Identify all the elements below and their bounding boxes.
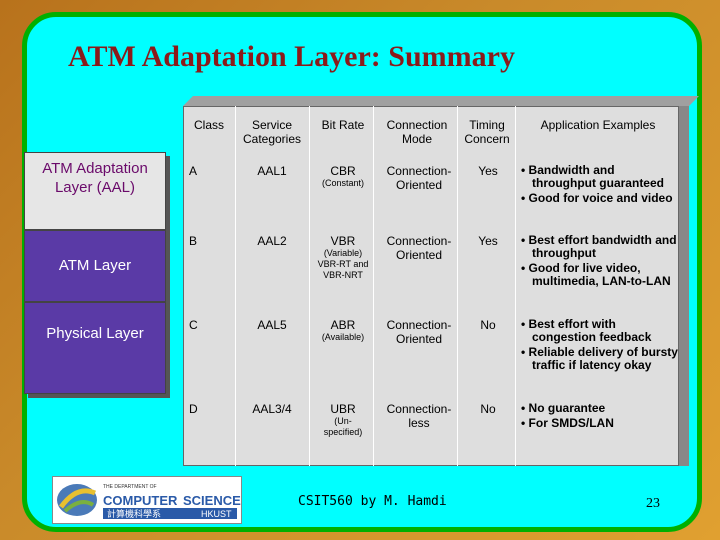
summary-table: Class Service Categories Bit Rate Connec… [183,96,699,466]
row-a-class: A [189,164,198,178]
row-d-class: D [189,402,198,416]
svg-text:COMPUTER: COMPUTER [103,493,178,508]
row-d-timing: No [480,402,496,416]
header-class: Class [193,118,224,132]
bullet-item: • Best effort bandwidth and throughput [521,233,677,260]
row-b-service: AAL2 [257,234,287,248]
bitrate-main: VBR [330,234,356,248]
svg-text:SCIENCE: SCIENCE [183,493,241,508]
row-a-applications: • Bandwidth and throughput guaranteed • … [521,164,679,207]
row-c-service: AAL5 [257,318,287,332]
bullet-item: • Good for voice and video [521,191,673,205]
bitrate-sub: (Variable) VBR-RT and VBR-NRT [317,248,369,280]
column-divider [373,106,374,466]
row-d-applications: • No guarantee • For SMDS/LAN [521,402,679,432]
header-bitrate: Bit Rate [321,118,365,132]
row-c-class: C [189,318,198,332]
bullet-item: • For SMDS/LAN [521,416,614,430]
row-c-connection: Connection- Oriented [386,318,452,346]
table-side-bevel [679,106,689,466]
header-timing: Timing Concern [464,118,510,146]
bitrate-main: UBR [330,402,356,416]
column-divider [235,106,236,466]
department-logo: THE DEPARTMENT OF COMPUTER SCIENCE 計算機科學… [52,476,242,524]
bitrate-main: CBR [330,164,356,178]
svg-text:HKUST: HKUST [201,509,232,519]
atm-layer-box: ATM Layer [24,230,166,302]
slide-title: ATM Adaptation Layer: Summary [68,40,515,73]
row-a-connection: Connection- Oriented [386,164,452,192]
bitrate-sub: (Available) [321,332,365,342]
svg-text:THE DEPARTMENT OF: THE DEPARTMENT OF [103,484,157,490]
bullet-item: • No guarantee [521,401,606,415]
row-c-applications: • Best effort with congestion feedback •… [521,318,679,374]
header-service: Service Categories [242,118,302,146]
row-b-timing: Yes [478,234,498,248]
row-b-class: B [189,234,198,248]
bitrate-sub: (Un- specified) [323,416,363,437]
row-b-applications: • Best effort bandwidth and throughput •… [521,234,679,290]
row-a-service: AAL1 [257,164,287,178]
aal-layer-box: ATM Adaptation Layer (AAL) [24,152,166,230]
row-b-bitrate: VBR (Variable) VBR-RT and VBR-NRT [313,234,373,281]
row-d-service: AAL3/4 [252,402,292,416]
column-divider [515,106,516,466]
footer-credit: CSIT560 by M. Hamdi [298,494,447,509]
column-divider [309,106,310,466]
bitrate-sub: (Constant) [321,178,365,188]
table-body [183,106,679,466]
bullet-item: • Bandwidth and throughput guaranteed [521,163,664,190]
row-c-timing: No [480,318,496,332]
svg-text:計算機科學系: 計算機科學系 [107,508,161,520]
column-divider [457,106,458,466]
page-number: 23 [646,496,660,511]
logo-graphic: THE DEPARTMENT OF COMPUTER SCIENCE 計算機科學… [57,484,241,520]
bullet-item: • Reliable delivery of bursty traffic if… [521,345,678,372]
row-c-bitrate: ABR (Available) [313,318,373,343]
row-a-timing: Yes [478,164,498,178]
header-application: Application Examples [540,118,656,132]
row-b-connection: Connection- Oriented [386,234,452,262]
row-d-connection: Connection- less [386,402,452,430]
bitrate-main: ABR [330,318,356,332]
bullet-item: • Best effort with congestion feedback [521,317,652,344]
header-connection: Connection Mode [386,118,448,146]
table-top-bevel [183,96,699,106]
row-a-bitrate: CBR (Constant) [313,164,373,189]
physical-layer-box: Physical Layer [24,302,166,394]
bullet-item: • Good for live video, multimedia, LAN-t… [521,261,671,288]
row-d-bitrate: UBR (Un- specified) [313,402,373,438]
